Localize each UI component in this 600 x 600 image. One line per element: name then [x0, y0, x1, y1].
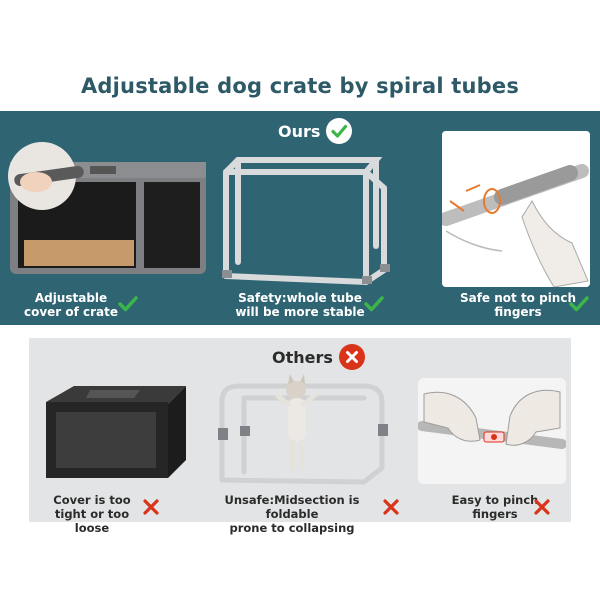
others-caption-2-line1: Unsafe:Midsection is foldable: [224, 493, 360, 521]
ours-frame-image: [216, 150, 394, 286]
ours-header: Ours: [278, 118, 353, 144]
others-caption-1-line1: Cover is too: [53, 493, 131, 507]
others-pinch-image: [418, 378, 566, 484]
check-icon: [364, 295, 384, 317]
check-circle-icon: [326, 118, 353, 144]
ours-caption-1: Adjustable cover of crate: [20, 291, 122, 319]
check-icon: [118, 295, 138, 317]
cross-icon: [534, 499, 550, 519]
cross-icon: [143, 499, 159, 519]
others-header: Others: [272, 344, 365, 370]
ours-hand-image: [442, 131, 590, 287]
others-caption-3: Easy to pinch fingers: [440, 493, 550, 521]
others-crate-image: [40, 380, 190, 480]
others-label: Others: [272, 347, 333, 367]
ours-caption-1-line1: Adjustable: [34, 291, 108, 305]
ours-crate-image: [0, 136, 213, 280]
others-caption-3-line2: fingers: [472, 507, 518, 521]
ours-caption-2-line1: Safety:whole tube: [238, 291, 362, 305]
ours-label: Ours: [278, 121, 321, 141]
cross-icon: [383, 499, 399, 519]
others-caption-2: Unsafe:Midsection is foldable prone to c…: [204, 493, 380, 535]
ours-caption-2-line2: will be more stable: [235, 305, 365, 319]
ours-caption-3-line1: Safe not to pinch: [459, 291, 577, 305]
ours-caption-3: Safe not to pinch fingers: [458, 291, 578, 319]
ours-caption-3-line2: fingers: [494, 305, 542, 319]
ours-caption-1-line2: cover of crate: [23, 305, 119, 319]
others-caption-3-line1: Easy to pinch: [451, 493, 539, 507]
cross-circle-icon: [338, 344, 365, 370]
page-title: Adjustable dog crate by spiral tubes: [80, 74, 520, 98]
ours-caption-2: Safety:whole tube will be more stable: [232, 291, 368, 319]
others-caption-1-line2: tight or too loose: [54, 507, 130, 535]
others-caption-1: Cover is too tight or too loose: [40, 493, 144, 535]
others-frame-dog-image: [214, 368, 390, 488]
others-caption-2-line2: prone to collapsing: [229, 521, 355, 535]
check-icon: [569, 295, 589, 317]
